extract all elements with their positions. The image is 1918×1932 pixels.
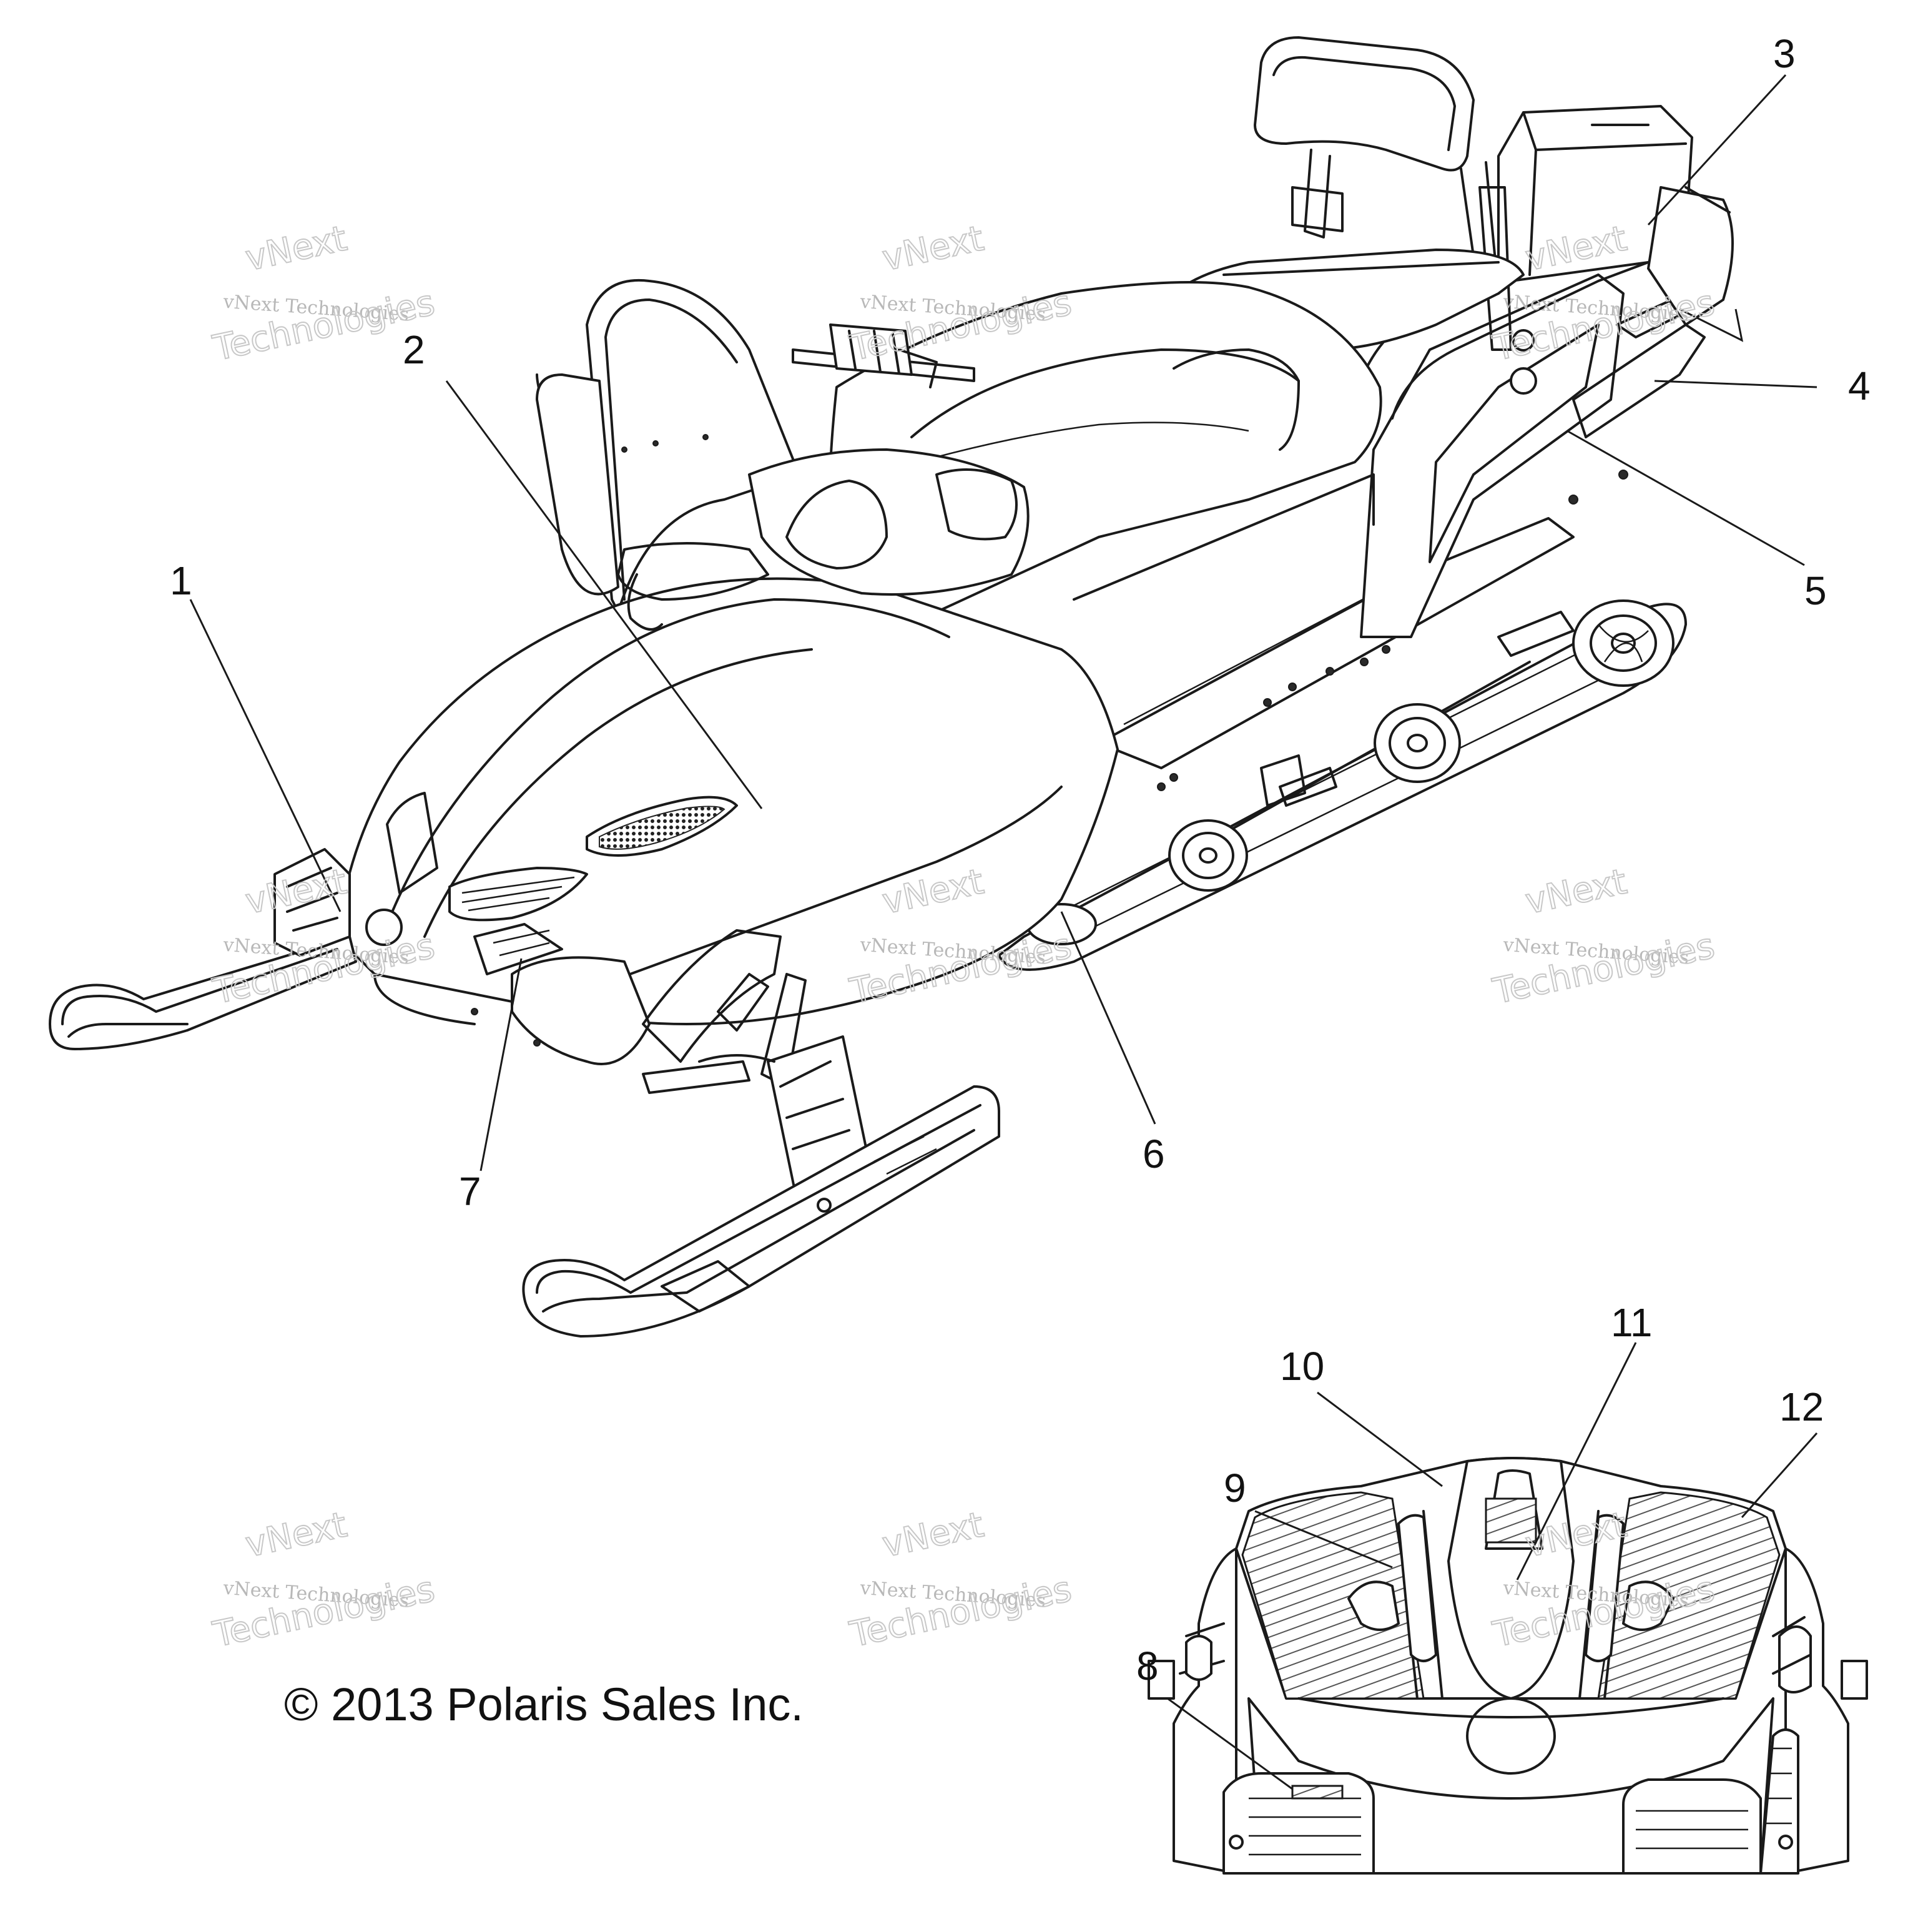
leader-3: [1647, 74, 1787, 226]
callout-9: 9: [1224, 1466, 1246, 1511]
ski-right: [522, 1085, 1000, 1338]
callout-2: 2: [403, 327, 425, 372]
watermark-8: vNext vNext Technologies Technologies: [845, 1504, 1075, 1656]
passenger-backrest: [1254, 36, 1512, 351]
windshield: [536, 278, 800, 613]
callout-8: 8: [1136, 1644, 1159, 1688]
leader-lines: [189, 74, 1818, 1790]
leader-12: [1741, 1432, 1818, 1518]
callout-3: 3: [1773, 31, 1796, 76]
callout-11: 11: [1611, 1300, 1652, 1345]
callout-12: 12: [1779, 1384, 1824, 1429]
svg-text:vNext: vNext: [1522, 861, 1631, 922]
tunnel-side-panel: [1098, 517, 1575, 807]
callout-6: 6: [1143, 1131, 1165, 1176]
leader-7: [480, 958, 523, 1171]
callout-7: 7: [459, 1169, 481, 1214]
callout-numbers: 1 2 3 4 5 6 7 8 9 10 11 12: [170, 31, 1871, 1688]
leader-6: [1060, 911, 1156, 1125]
copyright-notice: © 2013 Polaris Sales Inc.: [284, 1678, 804, 1730]
handlebar-and-controls: [792, 323, 975, 388]
track-assembly: [998, 599, 1687, 971]
callout-10: 10: [1280, 1344, 1324, 1389]
leader-11: [1516, 1342, 1637, 1580]
svg-text:vNext: vNext: [242, 1504, 351, 1565]
callout-5: 5: [1804, 568, 1827, 613]
leader-9: [1254, 1510, 1393, 1569]
svg-text:vNext: vNext: [242, 218, 351, 279]
watermark-6: vNext vNext Technologies Technologies: [1488, 860, 1718, 1013]
rear-cargo-box: [1497, 105, 1734, 326]
leader-4b: [1679, 308, 1744, 342]
leader-1: [189, 599, 342, 912]
watermark-7: vNext vNext Technologies Technologies: [209, 1504, 438, 1656]
leader-10: [1317, 1391, 1443, 1487]
callout-4: 4: [1848, 363, 1871, 408]
hood: [336, 577, 1119, 1065]
leader-2: [445, 380, 763, 809]
svg-text:vNext: vNext: [879, 1504, 988, 1565]
snowmobile-front-view: [1148, 1457, 1868, 1875]
bogie-wheel-middle: [1374, 703, 1461, 783]
svg-text:vNext: vNext: [879, 218, 988, 279]
callout-1: 1: [170, 558, 192, 603]
leader-4: [1654, 380, 1817, 388]
leader-5: [1566, 430, 1805, 566]
bogie-wheel-rear: [1572, 599, 1675, 687]
ski-left: [49, 848, 357, 1050]
leader-8: [1167, 1697, 1293, 1790]
snowmobile-side-view: [49, 36, 1734, 1338]
rear-bumper-and-grab-handle: [1354, 236, 1706, 638]
console-panel: [617, 448, 1030, 631]
bogie-wheel-front: [1168, 819, 1248, 892]
